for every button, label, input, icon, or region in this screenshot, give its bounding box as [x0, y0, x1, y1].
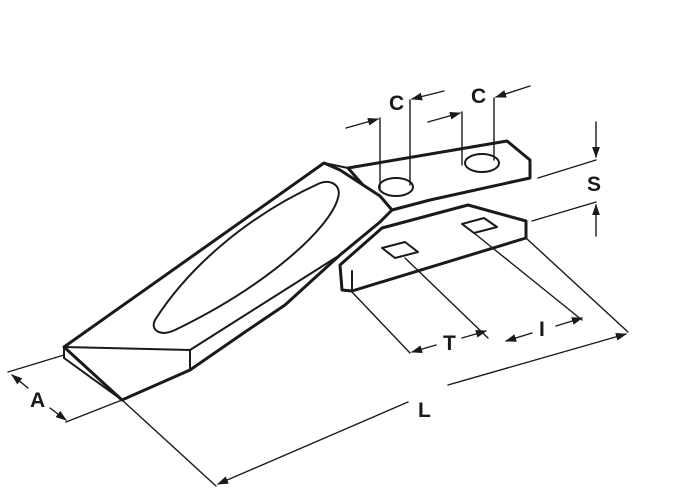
- a-ext-bottom: [65, 399, 123, 423]
- lower-strap: [338, 203, 528, 293]
- lower-slot-right: [461, 217, 498, 234]
- l-ext-right: [525, 237, 629, 333]
- c-left-arrow-out: [410, 90, 445, 101]
- t-arrow-left: [410, 344, 437, 353]
- label-s: S: [587, 173, 601, 196]
- i-arrow-right: [555, 317, 584, 327]
- l-arrow-right: [447, 333, 628, 386]
- a-arrow-top: [11, 374, 29, 389]
- i-ext-right: [473, 232, 583, 321]
- l-arrow-left: [216, 401, 409, 485]
- dimension-lines: [7, 85, 629, 487]
- upper-hole-right: [464, 153, 500, 173]
- label-a: A: [30, 389, 45, 412]
- tooth-groove: [152, 180, 340, 334]
- c-right-arrow-out: [494, 85, 531, 98]
- t-arrow-right: [461, 330, 488, 339]
- tooth-tip-face: [63, 346, 123, 401]
- a-ext-top: [7, 354, 65, 373]
- lower-slot-left: [381, 241, 419, 259]
- tooth-ridge-upper: [323, 162, 349, 169]
- label-i: I: [539, 318, 545, 341]
- t-ext-right: [404, 257, 489, 339]
- dimension-labels: C C S T I L A: [30, 85, 601, 422]
- i-arrow-left: [504, 332, 533, 342]
- upper-hole-left: [378, 177, 414, 197]
- label-c-right: C: [471, 85, 486, 108]
- tooth-body: [62, 161, 394, 402]
- label-t: T: [443, 332, 456, 355]
- bucket-tooth-drawing: [62, 139, 532, 402]
- tooth-ridge-lower: [189, 254, 341, 351]
- s-ext-top: [537, 159, 597, 179]
- l-ext-left: [121, 399, 217, 487]
- t-ext-left: [351, 291, 411, 354]
- label-l: L: [418, 399, 431, 422]
- label-c-left: C: [389, 92, 404, 115]
- a-arrow-bottom: [49, 407, 67, 421]
- s-ext-bottom: [531, 201, 597, 222]
- c-right-arrow-in: [427, 111, 462, 123]
- c-left-arrow-in: [345, 117, 380, 129]
